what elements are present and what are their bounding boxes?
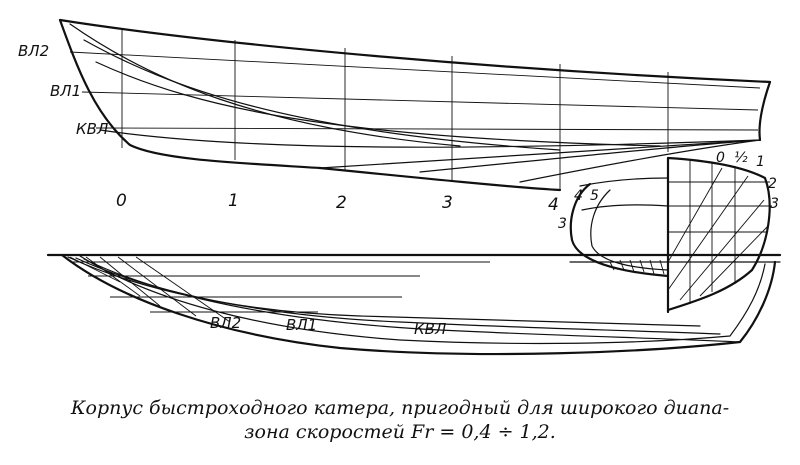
body-plan-label-1: 1 xyxy=(756,154,765,170)
plan-inner-edge xyxy=(79,255,766,345)
profile-waterline-1 xyxy=(81,91,759,111)
profile-bottom-line-3 xyxy=(519,139,761,183)
station-label-4: 4 xyxy=(548,195,559,215)
plan-diag-5 xyxy=(135,256,231,323)
profile-stem xyxy=(58,18,322,170)
body-plan-fore-section-outer xyxy=(569,182,670,278)
body-plan-label-2: 2 xyxy=(768,176,777,192)
profile-keel-line xyxy=(318,166,562,192)
profile-transom xyxy=(758,80,772,142)
body-plan-label-half: ½ xyxy=(734,150,748,166)
plan-waterline-2 xyxy=(67,256,701,327)
body-plan-label-5: 5 xyxy=(590,188,599,204)
body-plan-hatch-4 xyxy=(639,259,645,273)
body-plan-aft-diagonal-4 xyxy=(699,225,769,297)
body-plan-label-0: 0 xyxy=(716,150,725,166)
plan-diag-3 xyxy=(99,256,161,307)
station-label-1: 1 xyxy=(228,191,239,211)
body-plan-fore-chine xyxy=(581,204,669,211)
plan-diag-4 xyxy=(117,256,197,317)
profile-buttock-2 xyxy=(83,39,561,151)
plan-deck-edge xyxy=(60,253,777,356)
body-plan-hatch-3 xyxy=(629,259,635,273)
body-plan-fore-section-inner xyxy=(590,189,669,271)
hull-lines-drawing: ВЛ2 ВЛ1 КВЛ 0 1 2 3 4 xyxy=(18,18,782,356)
body-plan-hatch-6 xyxy=(659,259,665,275)
profile-view xyxy=(58,18,772,192)
plan-design-waterline xyxy=(83,258,741,343)
figure-caption-line-1: Корпус быстроходного катера, пригодный д… xyxy=(70,397,730,419)
body-plan-hatch-1 xyxy=(609,261,615,271)
body-plan-view xyxy=(569,156,781,314)
body-plan-aft-diagonal-1 xyxy=(667,175,749,291)
plan-label-wl2: ВЛ2 xyxy=(210,314,241,332)
profile-design-waterline xyxy=(95,127,759,131)
body-plan-aft-diagonal-3 xyxy=(679,199,765,301)
station-label-0: 0 xyxy=(116,191,127,211)
body-plan-aft-outer-section xyxy=(666,156,771,312)
body-plan-aft-diagonal-2 xyxy=(667,167,723,263)
profile-label-wl1: ВЛ1 xyxy=(50,82,81,100)
profile-bottom-line-1 xyxy=(319,139,761,169)
profile-label-wl2: ВЛ2 xyxy=(18,42,49,60)
profile-chine-line xyxy=(99,129,761,148)
profile-bottom-line-2 xyxy=(419,139,761,173)
plan-view xyxy=(46,253,782,356)
body-plan-label-3-left: 3 xyxy=(558,216,567,232)
body-plan-hatch-2 xyxy=(619,259,625,271)
plan-diag-1 xyxy=(69,256,121,283)
body-plan-fore-stem-line xyxy=(579,177,669,187)
profile-buttock-3 xyxy=(95,61,661,147)
figure-caption-line-2: зона скоростей Fr = 0,4 ÷ 1,2. xyxy=(244,421,556,443)
station-label-2: 2 xyxy=(336,193,347,213)
body-plan-label-4: 4 xyxy=(574,188,583,204)
body-plan-label-3-right: 3 xyxy=(770,196,779,212)
plan-diag-2 xyxy=(85,256,141,297)
station-label-3: 3 xyxy=(442,193,453,213)
profile-waterline-2 xyxy=(69,51,761,89)
plan-label-wl1: ВЛ1 xyxy=(286,316,317,334)
body-plan-hatch-5 xyxy=(649,259,655,275)
plan-label-kwl: КВЛ xyxy=(414,320,446,338)
profile-buttock-1 xyxy=(69,23,461,147)
profile-label-kwl: КВЛ xyxy=(76,120,108,138)
profile-sheer-line xyxy=(58,18,772,84)
